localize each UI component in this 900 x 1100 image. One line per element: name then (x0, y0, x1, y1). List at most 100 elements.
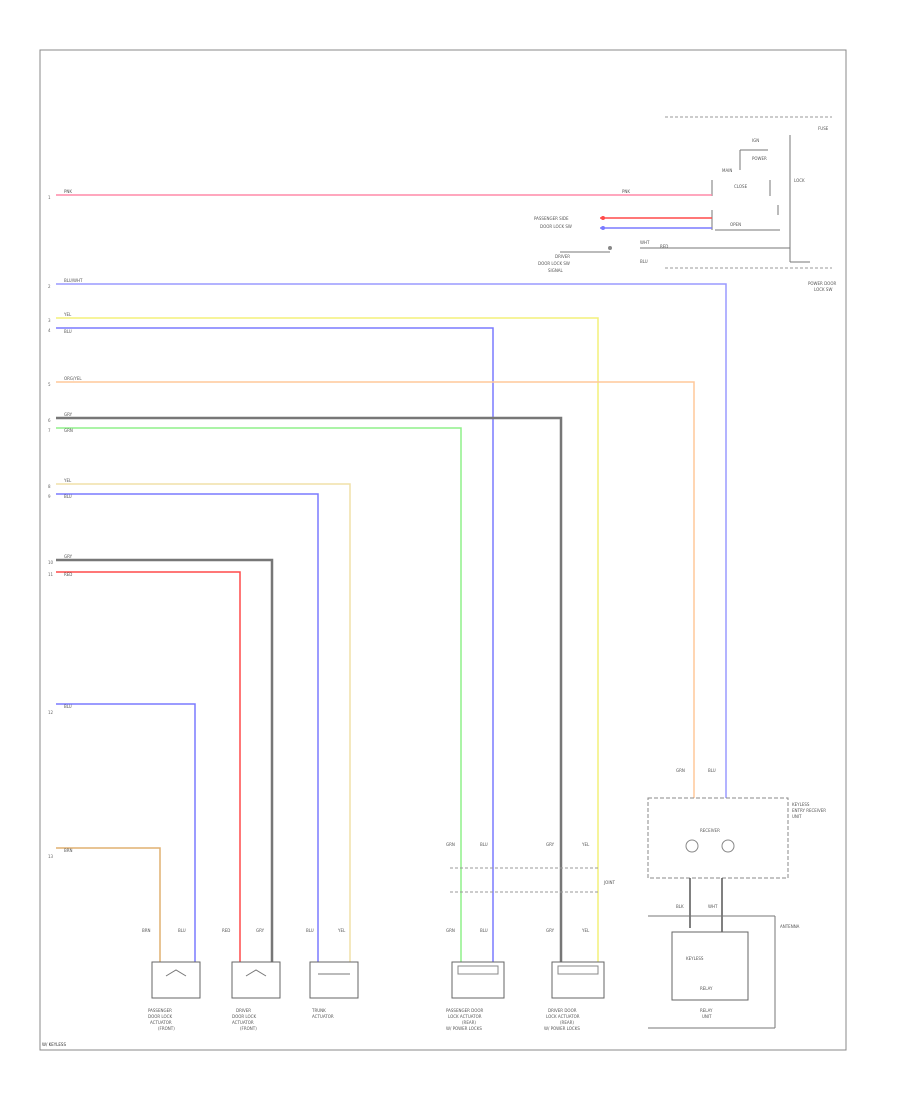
svg-text:BLU: BLU (708, 768, 716, 773)
svg-text:RED: RED (222, 928, 230, 933)
svg-text:ACTUATOR: ACTUATOR (312, 1014, 334, 1019)
svg-text:GRN: GRN (446, 928, 455, 933)
wire-red: RED (56, 571, 241, 965)
svg-text:SIGNAL: SIGNAL (548, 268, 564, 273)
svg-text:BLK: BLK (676, 904, 684, 909)
svg-text:MAIN: MAIN (722, 168, 732, 173)
svg-text:GRY: GRY (546, 842, 555, 847)
svg-text:GRY: GRY (256, 928, 265, 933)
svg-text:RED: RED (64, 572, 72, 577)
switch-caption: POWER DOOR (808, 281, 836, 286)
svg-text:DRIVER: DRIVER (555, 254, 570, 259)
svg-text:UNIT: UNIT (702, 1014, 712, 1019)
svg-text:LOCK: LOCK (794, 178, 805, 183)
svg-text:13: 13 (48, 854, 54, 859)
svg-text:RELAY: RELAY (700, 1008, 713, 1013)
svg-text:(REAR): (REAR) (560, 1020, 574, 1025)
svg-text:10: 10 (48, 560, 54, 565)
svg-text:RED: RED (660, 244, 668, 249)
joint-connector: GRN BLU GRY YEL JOINT (446, 842, 616, 893)
svg-text:RECEIVER: RECEIVER (700, 828, 720, 833)
switch-fuse-label: FUSE (818, 126, 829, 131)
wire-blue-1: BLU (56, 327, 494, 965)
wire-brown: BRN (56, 847, 161, 965)
svg-text:LOCK ACTUATOR: LOCK ACTUATOR (546, 1014, 580, 1019)
svg-text:5: 5 (48, 382, 51, 387)
svg-text:2: 2 (48, 284, 51, 289)
keyless-receiver: GRN BLU RECEIVER KEYLESS ENTRY RECEIVER … (647, 768, 826, 1029)
svg-text:BLU/WHT: BLU/WHT (64, 278, 83, 283)
svg-text:ACTUATOR: ACTUATOR (232, 1020, 254, 1025)
switch-ign-label: IGN (752, 138, 759, 143)
svg-text:11: 11 (48, 572, 54, 577)
svg-text:BLU: BLU (64, 329, 72, 334)
svg-text:LOCK ACTUATOR: LOCK ACTUATOR (448, 1014, 482, 1019)
svg-text:ANTENNA: ANTENNA (780, 924, 800, 929)
svg-text:YEL: YEL (63, 312, 72, 317)
wire-yellow-2: YEL (56, 478, 351, 965)
svg-text:W/ POWER LOCKS: W/ POWER LOCKS (544, 1026, 580, 1031)
svg-text:DOOR LOCK SW: DOOR LOCK SW (538, 261, 570, 266)
svg-text:GRY: GRY (64, 554, 73, 559)
svg-text:PNK: PNK (622, 189, 630, 194)
svg-text:BLU: BLU (64, 494, 72, 499)
svg-text:UNIT: UNIT (792, 814, 802, 819)
svg-text:RELAY: RELAY (700, 986, 713, 991)
svg-text:BLU: BLU (640, 259, 648, 264)
receiver-terminal-2 (721, 839, 735, 853)
svg-text:CLOSE: CLOSE (734, 184, 748, 189)
svg-text:BLU: BLU (306, 928, 314, 933)
wire-orange: ORG/YEL (56, 376, 695, 798)
footer-label: W/ KEYLESS (42, 1042, 66, 1047)
svg-text:WHT: WHT (640, 240, 650, 245)
wire-gray-1: GRY (56, 412, 563, 965)
svg-text:BRN: BRN (142, 928, 151, 933)
svg-text:(REAR): (REAR) (462, 1020, 476, 1025)
svg-text:DOOR LOCK: DOOR LOCK (148, 1014, 172, 1019)
svg-text:3: 3 (48, 318, 51, 323)
wire-pink: PNK PNK (56, 189, 712, 196)
svg-text:1: 1 (48, 195, 51, 200)
svg-text:BRN: BRN (64, 848, 73, 853)
connector-driver-rear: GRY YEL DRIVER DOOR LOCK ACTUATOR (REAR)… (544, 928, 605, 1031)
svg-text:4: 4 (48, 328, 51, 333)
switch-power-label: POWER (752, 156, 767, 161)
svg-text:BLU: BLU (64, 704, 72, 709)
svg-text:GRN: GRN (64, 428, 73, 433)
svg-text:GRY: GRY (64, 412, 73, 417)
svg-text:7: 7 (48, 428, 51, 433)
svg-text:GRN: GRN (676, 768, 685, 773)
svg-text:OPEN: OPEN (730, 222, 741, 227)
svg-text:TRUNK: TRUNK (311, 1008, 326, 1013)
svg-text:DOOR LOCK: DOOR LOCK (232, 1014, 256, 1019)
connector-trunk: BLU YEL TRUNK ACTUATOR (306, 928, 359, 1019)
svg-text:WHT: WHT (708, 904, 718, 909)
svg-text:(FRONT): (FRONT) (158, 1026, 175, 1031)
svg-text:JOINT: JOINT (603, 880, 616, 885)
svg-text:PASSENGER: PASSENGER (148, 1008, 172, 1013)
wire-green: GRN (56, 427, 462, 965)
keyless-relay-box (671, 931, 749, 1001)
wire-blue-2: BLU (56, 493, 319, 965)
svg-text:YEL: YEL (337, 928, 346, 933)
wire-yellow-1: YEL (56, 312, 599, 965)
svg-text:ENTRY RECEIVER: ENTRY RECEIVER (792, 808, 826, 813)
svg-text:9: 9 (48, 494, 51, 499)
svg-text:PNK: PNK (64, 189, 72, 194)
svg-text:PASSENGER SIDE: PASSENGER SIDE (534, 216, 569, 221)
connector-passenger-rear: GRN BLU PASSENGER DOOR LOCK ACTUATOR (RE… (446, 928, 505, 1031)
receiver-terminal-1 (685, 839, 699, 853)
wire-gray-2: GRY (56, 554, 274, 965)
svg-text:KEYLESS: KEYLESS (686, 956, 704, 961)
svg-text:LOCK SW: LOCK SW (814, 287, 832, 292)
svg-text:8: 8 (48, 484, 51, 489)
svg-text:(FRONT): (FRONT) (240, 1026, 257, 1031)
svg-text:YEL: YEL (581, 928, 590, 933)
receiver-box (647, 797, 789, 879)
svg-text:BLU: BLU (480, 842, 488, 847)
svg-text:BLU: BLU (178, 928, 186, 933)
svg-text:12: 12 (48, 710, 54, 715)
svg-text:PASSENGER DOOR: PASSENGER DOOR (446, 1008, 484, 1013)
svg-text:DOOR LOCK SW: DOOR LOCK SW (540, 224, 572, 229)
